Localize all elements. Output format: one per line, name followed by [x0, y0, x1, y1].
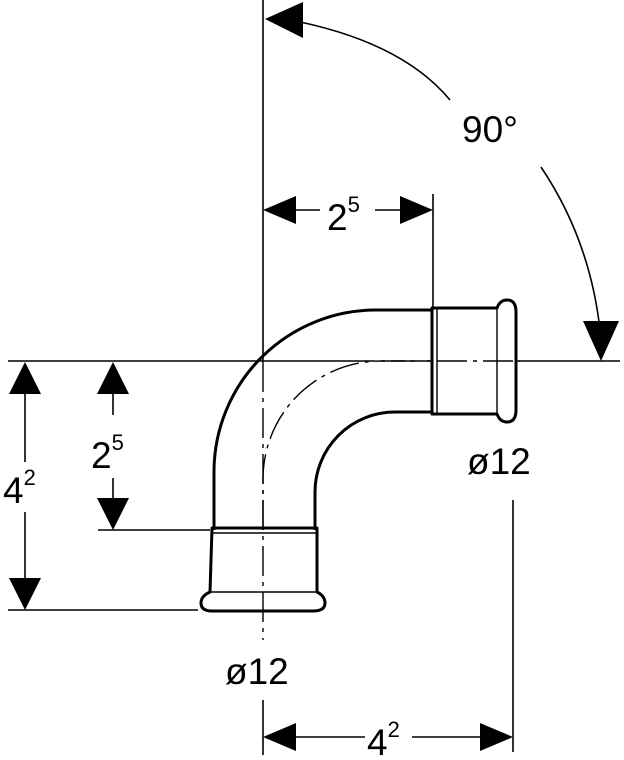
bottom-socket — [199, 526, 327, 613]
elbow-outer-wall — [212, 308, 432, 530]
left-inner-arrow-top — [97, 362, 129, 394]
angle-arrow-top — [265, 2, 303, 38]
left-inner-dimension-label: 25 — [91, 430, 124, 476]
angle-arrow-bottom — [583, 321, 619, 361]
right-diameter-label: ø12 — [467, 441, 531, 482]
bottom-dim-arrow-right — [480, 723, 513, 751]
left-outer-arrow-top — [9, 362, 41, 394]
right-socket — [430, 298, 518, 424]
angle-arc-upper — [284, 18, 451, 101]
elbow-inner-wall — [313, 410, 432, 530]
top-dim-arrow-right — [400, 196, 433, 224]
bottom-dimension-label: 42 — [367, 717, 400, 760]
top-dimension-label: 25 — [327, 192, 360, 238]
elbow-center-arc — [262, 360, 432, 530]
left-inner-arrow-bottom — [97, 498, 129, 530]
left-outer-dimension-label: 42 — [3, 465, 36, 511]
left-outer-arrow-bottom — [9, 578, 41, 610]
angle-arc-lower — [540, 166, 601, 331]
bottom-diameter-label: ø12 — [225, 651, 289, 692]
angle-label: 90° — [462, 109, 518, 150]
top-dim-arrow-left — [263, 196, 296, 224]
bottom-dim-arrow-left — [263, 723, 296, 751]
